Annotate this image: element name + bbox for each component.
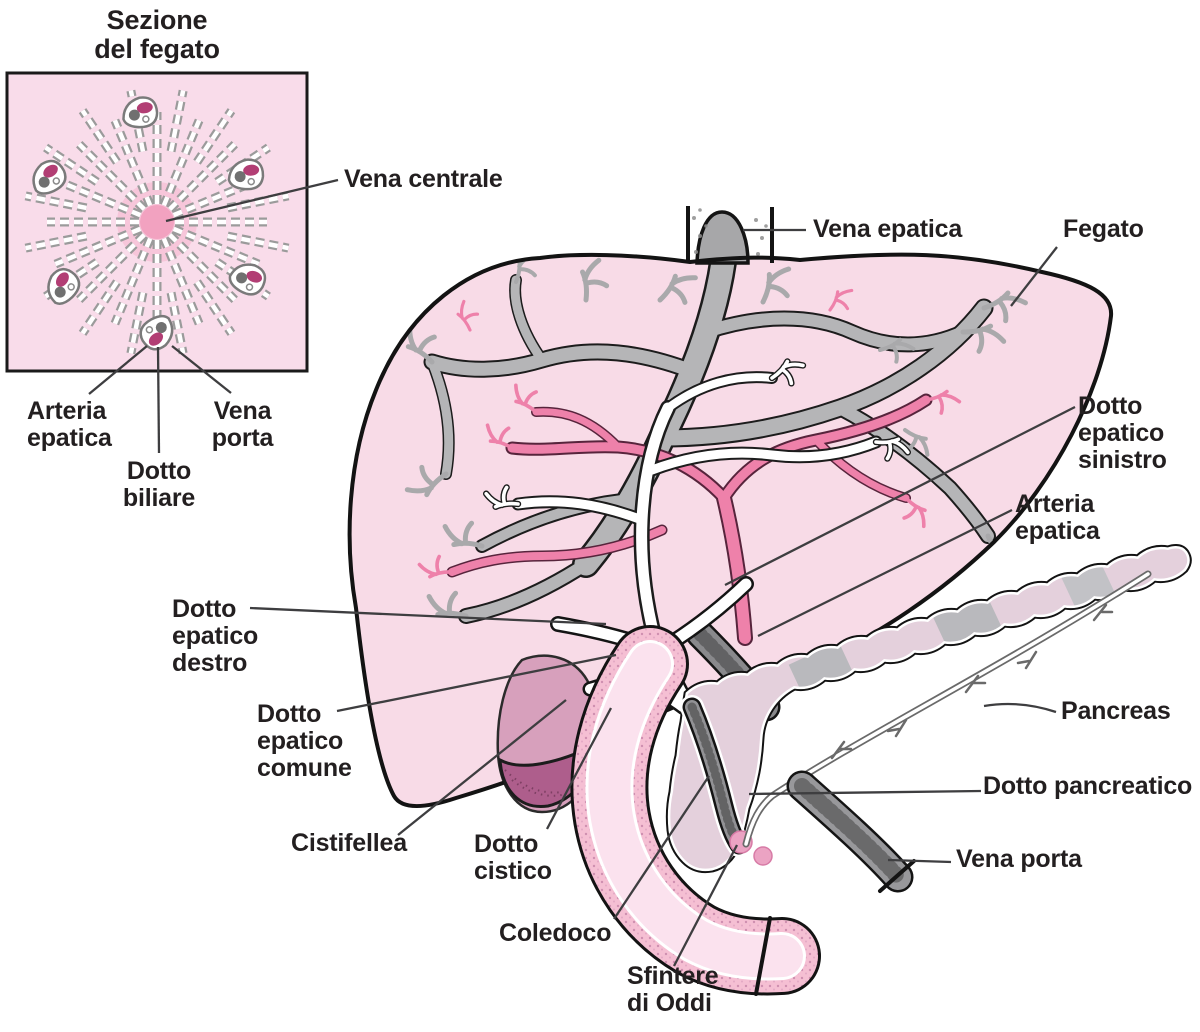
label-dotto-epatico-sinistro: Dotto epatico sinistro [1078,392,1167,474]
label-vena-centrale: Vena centrale [344,165,503,193]
label-arteria-epatica-inset: Arteria epatica [27,397,112,452]
leader-dotto-pancreatico [748,789,982,796]
label-vena-porta: Vena porta [956,845,1082,873]
leader-vena-porta-inset [171,345,232,394]
leader-coledoco [613,775,710,920]
label-fegato: Fegato [1063,215,1144,243]
portal-vein-cut-edge [878,859,916,893]
label-dotto-pancreatico: Dotto pancreatico [983,772,1193,800]
label-dotto-biliare: Dotto biliare [122,457,196,512]
lobule-border [5,71,309,373]
label-dotto-cistico: Dotto cistico [474,830,552,885]
leader-pancreas [983,702,1057,714]
label-dotto-epatico-destro: Dotto epatico destro [172,595,259,677]
lobule-inset [5,71,309,373]
label-dotto-epatico-comune: Dotto epatico comune [257,700,352,782]
leader-arteria-epatica-inset [88,345,148,395]
leader-dotto-epatico-destro [249,606,607,626]
leader-sfintere-di-oddi [672,844,739,967]
pancreatic-duct [742,570,1152,848]
leader-lines [88,178,1076,967]
inset-title-line2: del fegato [94,34,220,64]
label-coledoco: Coledoco [499,919,612,947]
inset-title-line1: Sezione [106,5,208,35]
leader-dotto-epatico-sinistro [724,405,1076,587]
label-cistifellea: Cistifellea [291,829,407,857]
leader-vena-centrale [165,178,339,223]
leader-arteria-epatica [757,508,1013,638]
label-arteria-epatica: Arteria epatica [1015,490,1100,545]
label-vena-epatica: Vena epatica [813,215,963,243]
lobule-cell-cords [26,91,289,354]
stipple-dots [692,208,768,256]
label-vena-porta-inset: Vena porta [211,397,274,452]
pancreatic-duct-twigs [830,603,1114,760]
central-vein [140,205,174,239]
leader-vena-porta [887,858,952,864]
portal-vein-tube [802,786,916,893]
leader-dotto-biliare [156,346,161,454]
leader-dotto-epatico-comune [336,653,617,713]
label-sfintere-di-oddi: Sfintere di Oddi [627,962,719,1017]
duodenum-cut-edge [754,916,772,996]
duodenum [609,664,782,996]
leader-dotto-cistico [545,707,613,830]
inset-title: Sezione del fegato [33,6,281,64]
leader-fegato [1010,246,1058,307]
label-pancreas: Pancreas [1061,697,1171,725]
hepatic-vein-stump [686,206,774,265]
leader-cistifellea [397,699,567,836]
